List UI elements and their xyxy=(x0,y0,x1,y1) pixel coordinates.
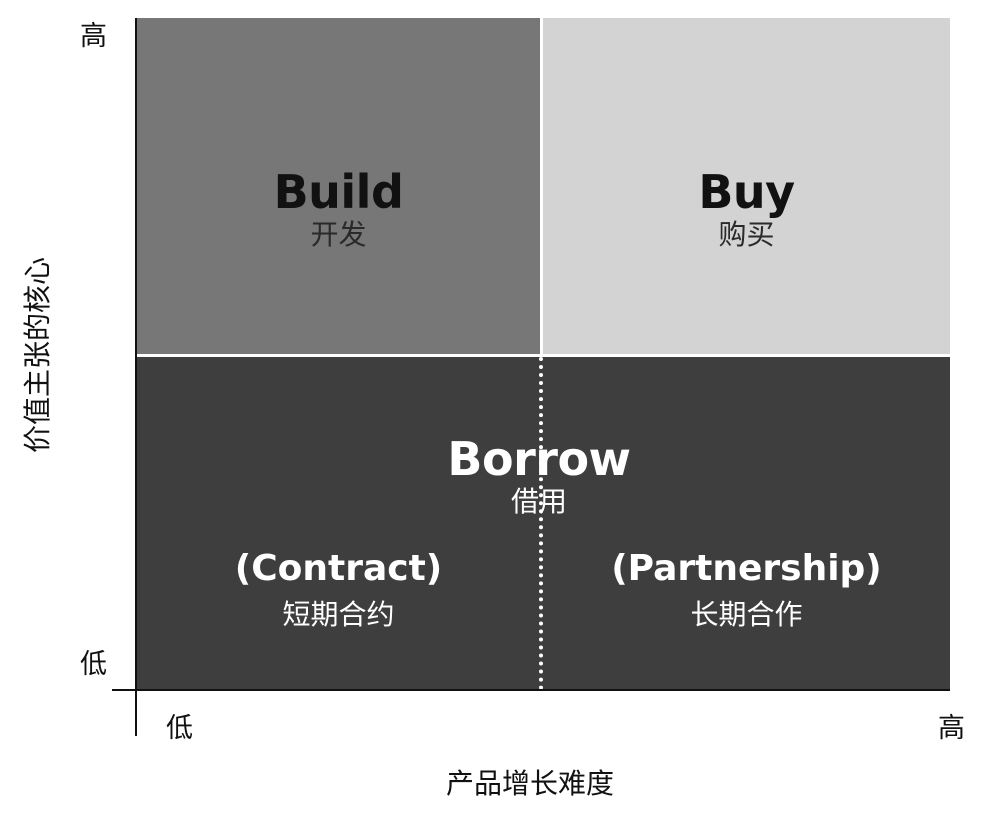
build-quadrant xyxy=(137,18,540,354)
x-axis-line xyxy=(112,689,950,691)
partnership-label-group: (Partnership) 长期合作 xyxy=(543,548,950,632)
borrow-quadrant xyxy=(137,357,950,690)
buy-title: Buy xyxy=(698,165,795,219)
y-axis-line xyxy=(135,18,137,736)
build-label-group: Build 开发 xyxy=(137,166,540,252)
y-axis-low-label: 低 xyxy=(80,649,107,680)
borrow-label-group: Borrow 借用 xyxy=(137,433,941,519)
buy-quadrant xyxy=(543,18,950,354)
build-subtitle: 开发 xyxy=(310,218,367,251)
buy-label-group: Buy 购买 xyxy=(543,166,950,252)
contract-subtitle: 短期合约 xyxy=(282,598,395,631)
partnership-subtitle: 长期合作 xyxy=(690,598,803,631)
borrow-title: Borrow xyxy=(447,432,631,486)
buy-subtitle: 购买 xyxy=(718,218,775,251)
borrow-subtitle: 借用 xyxy=(510,485,567,518)
y-axis-title: 价值主张的核心 xyxy=(21,256,54,454)
contract-title: (Contract) xyxy=(234,548,443,589)
x-axis-high-label: 高 xyxy=(938,713,965,744)
y-axis-high-label: 高 xyxy=(80,21,107,52)
x-axis-title: 产品增长难度 xyxy=(446,767,615,800)
x-axis-low-label: 低 xyxy=(166,713,193,744)
build-title: Build xyxy=(273,165,404,219)
borrow-dotted-divider xyxy=(539,357,543,690)
partnership-title: (Partnership) xyxy=(611,548,882,589)
contract-label-group: (Contract) 短期合约 xyxy=(137,548,540,632)
